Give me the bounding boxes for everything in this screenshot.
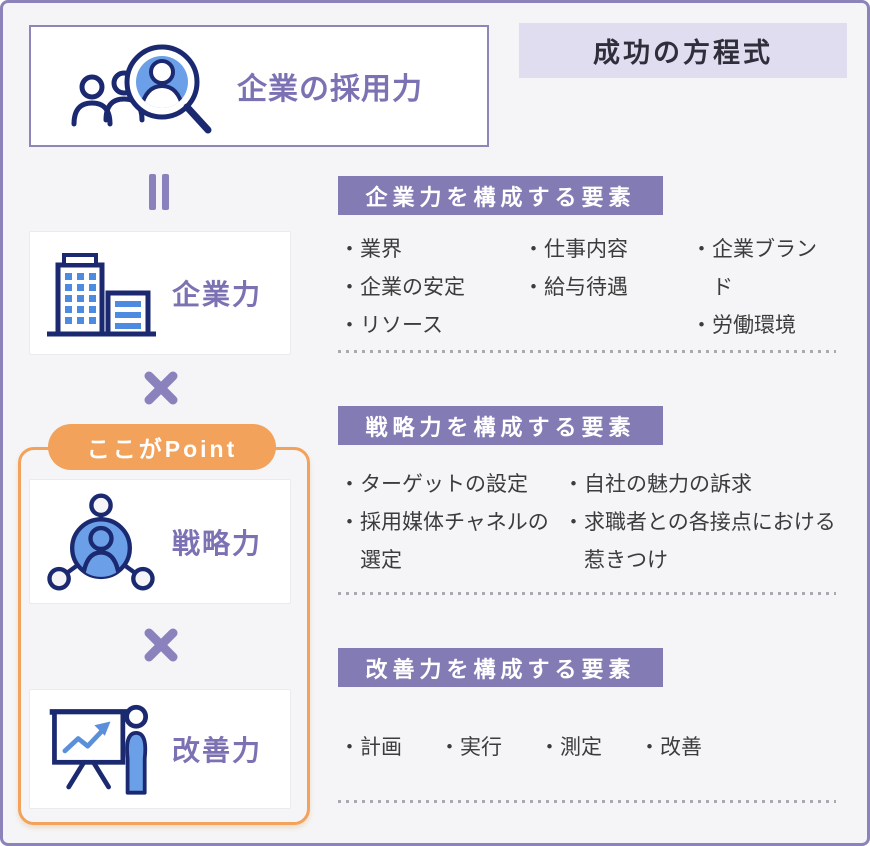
recruiting-power-label: 企業の採用力 (237, 73, 423, 106)
bullet-item: ・企業ブランド (691, 238, 817, 299)
bullet-item: ・企業の安定 (339, 276, 465, 299)
strategy-power-label: 戦略力 (172, 527, 263, 559)
improvement-power-label: 改善力 (172, 735, 263, 766)
improvement-power-card: 改善力 (29, 689, 291, 809)
section-items-improvement: ・計画 ・実行 ・測定 ・改善 (339, 729, 702, 767)
bullet-item: ・業界 (339, 238, 402, 261)
building-icon (30, 247, 172, 339)
bullet-column: ・仕事内容・給与待遇 (523, 231, 691, 345)
bullet-column: ・自社の魅力の訴求・求職者との各接点における惹きつけ (563, 466, 843, 580)
point-badge: ここがPoint (48, 424, 276, 470)
bullet-column: ・測定 (539, 729, 639, 767)
section-header-strategy: 戦略力を構成する要素 (338, 406, 663, 445)
bullet-column: ・業界・企業の安定・リソース (339, 231, 523, 345)
bullet-item: ・計画 (339, 736, 402, 759)
section-header-improvement: 改善力を構成する要素 (338, 648, 663, 687)
presentation-growth-icon (30, 701, 172, 797)
bullet-column: ・実行 (439, 729, 539, 767)
success-formula-badge: 成功の方程式 (519, 23, 847, 78)
bullet-column: ・企業ブランド・労働環境 (691, 231, 837, 345)
bullet-item: ・自社の魅力の訴求 (563, 473, 752, 496)
multiply-icon (144, 628, 178, 662)
people-magnifier-icon (65, 34, 215, 139)
bullet-item: ・測定 (539, 736, 602, 759)
bullet-item: ・ターゲットの設定 (339, 473, 528, 496)
section-header-company: 企業力を構成する要素 (338, 176, 663, 215)
bullet-item: ・実行 (439, 736, 502, 759)
bullet-item: ・改善 (639, 736, 702, 759)
bullet-column: ・計画 (339, 729, 439, 767)
dotted-divider (338, 800, 836, 803)
dotted-divider (338, 350, 836, 353)
section-items-company: ・業界・企業の安定・リソース・仕事内容・給与待遇・企業ブランド・労働環境 (339, 231, 837, 345)
bullet-item: ・仕事内容 (523, 238, 628, 261)
network-people-icon (30, 492, 172, 592)
bullet-item: ・リソース (339, 314, 443, 337)
company-power-label: 企業力 (172, 279, 263, 310)
bullet-item: ・求職者との各接点における惹きつけ (563, 511, 836, 572)
equals-icon (149, 174, 169, 210)
section-items-strategy: ・ターゲットの設定・採用媒体チャネルの選定・自社の魅力の訴求・求職者との各接点に… (339, 466, 843, 580)
bullet-item: ・労働環境 (691, 314, 796, 337)
strategy-power-card: 戦略力 (29, 479, 291, 604)
bullet-column: ・改善 (639, 729, 702, 767)
bullet-column: ・ターゲットの設定・採用媒体チャネルの選定 (339, 466, 563, 580)
bullet-item: ・採用媒体チャネルの選定 (339, 511, 549, 572)
bullet-item: ・給与待遇 (523, 276, 628, 299)
recruiting-power-card: 企業の採用力 (29, 25, 489, 147)
dotted-divider (338, 592, 836, 595)
company-power-card: 企業力 (29, 231, 291, 355)
multiply-icon (144, 371, 178, 405)
